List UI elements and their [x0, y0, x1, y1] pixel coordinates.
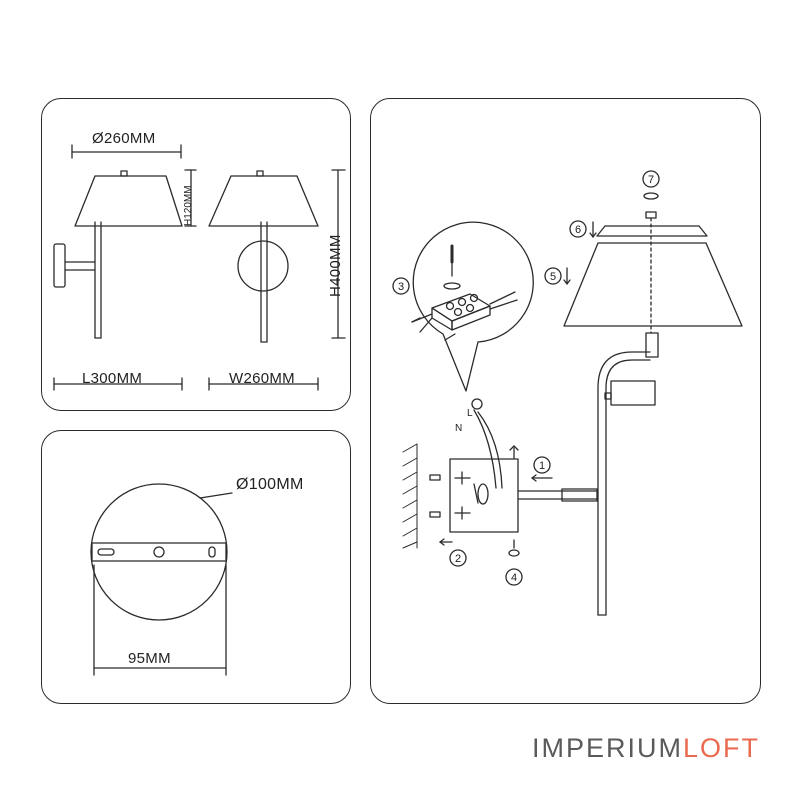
brand-logo: IMPERIUMLOFT — [532, 733, 760, 764]
diameter-dimension — [71, 144, 182, 159]
step-6-label: 6 — [575, 224, 581, 236]
arm-rod — [517, 488, 598, 502]
mount-plate — [90, 483, 233, 621]
length-dimension — [53, 377, 183, 391]
wall-hatching — [402, 443, 418, 549]
dimensions-panel — [41, 98, 351, 411]
front-view-lamp — [208, 170, 319, 343]
shade-height-dimension — [184, 169, 197, 227]
step-2-label: 2 — [455, 553, 461, 565]
width-dimension — [208, 377, 319, 391]
plate-diameter-label: Ø100MM — [236, 476, 304, 493]
shade-height-label: H120MM — [183, 185, 194, 226]
side-view-lamp — [53, 170, 183, 339]
finial-nut — [508, 539, 520, 557]
hole-spacing-label: 95MM — [128, 650, 171, 667]
install-mount-plate — [439, 398, 553, 546]
connector-callout — [411, 221, 534, 392]
step-7-label: 7 — [648, 174, 654, 186]
length-label: L300MM — [82, 370, 142, 387]
brand-part-2: LOFT — [682, 733, 760, 763]
install-shade — [563, 192, 743, 334]
install-lamp-body — [597, 332, 659, 616]
step-4-label: 4 — [511, 572, 517, 584]
step-5-label: 5 — [550, 271, 556, 283]
width-label: W260MM — [229, 370, 295, 387]
brand-part-1: IMPERIUM — [531, 733, 683, 763]
neutral-wire-label: N — [455, 423, 462, 434]
wall-dowels — [429, 474, 441, 518]
installation-panel — [370, 98, 761, 704]
step-circles — [392, 170, 660, 586]
diameter-label: Ø260MM — [92, 130, 156, 147]
step-3-label: 3 — [398, 281, 404, 293]
live-wire-label: L — [467, 408, 473, 419]
hole-spacing-dimension — [93, 564, 227, 676]
step-arrows — [563, 221, 597, 285]
total-height-label: H400MM — [327, 234, 344, 297]
total-height-dimension — [331, 169, 346, 339]
step-1-label: 1 — [539, 460, 545, 472]
